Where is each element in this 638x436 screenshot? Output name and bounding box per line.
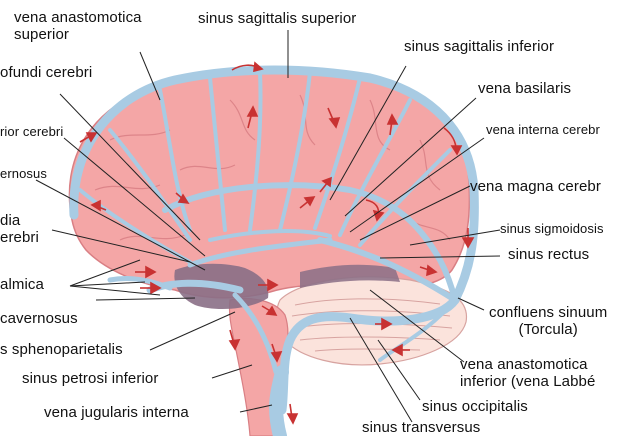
- leader-line: [70, 282, 145, 286]
- label-vena-interna-cerebri: vena interna cerebr: [486, 122, 600, 137]
- flow-arrow-head: [288, 414, 297, 423]
- label-cavernosus-top: ernosus: [0, 166, 47, 181]
- label-sinus-sagittalis-inferior: sinus sagittalis inferior: [404, 38, 554, 55]
- leader-line: [96, 298, 195, 300]
- label-sphenoparietalis: s sphenoparietalis: [0, 341, 123, 358]
- label-vena-basilaris: vena basilaris: [478, 80, 571, 97]
- label-sinus-petrosi-inferior: sinus petrosi inferior: [22, 370, 158, 387]
- leader-line: [150, 312, 235, 350]
- label-confluens-sinuum: confluens sinuum (Torcula): [489, 304, 607, 338]
- label-vena-anastomotica-superior: vena anastomotica superior: [14, 9, 142, 43]
- label-sinus-sagittalis-superior: sinus sagittalis superior: [198, 10, 356, 27]
- label-sinus-rectus: sinus rectus: [508, 246, 589, 263]
- flow-arrow-head: [254, 63, 262, 71]
- label-vena-anastomotica-inferior: vena anastomotica inferior (vena Labbé: [460, 356, 595, 390]
- label-profundi-cerebri: ofundi cerebri: [0, 64, 92, 81]
- label-superior-cerebri: rior cerebri: [0, 124, 63, 139]
- label-sinus-occipitalis: sinus occipitalis: [422, 398, 528, 415]
- label-sinus-transversus: sinus transversus: [362, 419, 480, 436]
- label-sinus-sigmoidosis: sinus sigmoidosis: [500, 221, 604, 236]
- label-media-cerebri: dia erebri: [0, 212, 39, 246]
- label-cavernosus: cavernosus: [0, 310, 78, 327]
- vena-jugularis-interna-vessel: [276, 372, 282, 436]
- label-vena-jugularis-interna: vena jugularis interna: [44, 404, 189, 421]
- label-vena-magna-cerebri: vena magna cerebr: [470, 178, 601, 195]
- label-ophthalmica: almica: [0, 276, 44, 293]
